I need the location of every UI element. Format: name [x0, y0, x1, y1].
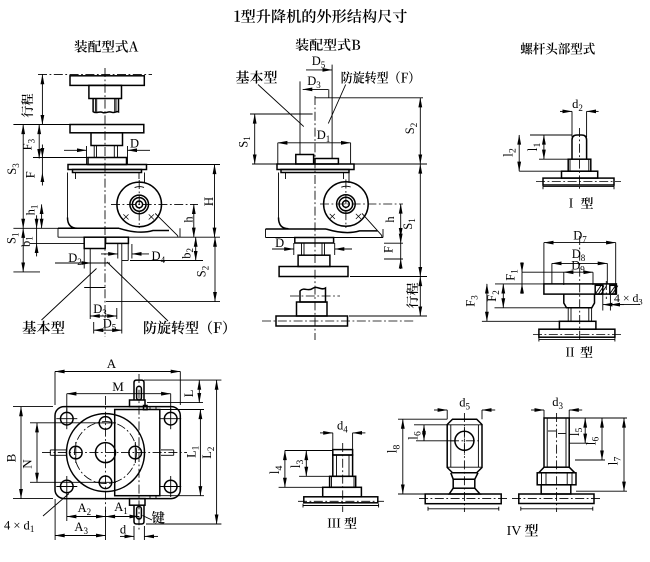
- svg-text:F3: F3: [464, 295, 480, 307]
- svg-text:S1: S1: [401, 218, 417, 229]
- svg-text:F: F: [382, 246, 396, 253]
- svg-text:d3: d3: [552, 395, 563, 411]
- svg-text:L: L: [182, 390, 196, 398]
- svg-text:×: ×: [354, 210, 362, 225]
- svg-text:l6: l6: [584, 437, 602, 446]
- svg-text:l1: l1: [525, 143, 543, 152]
- svg-text:H: H: [201, 197, 216, 206]
- svg-text:S1: S1: [236, 136, 252, 147]
- svg-text:III: III: [327, 516, 341, 531]
- svg-text:l8: l8: [384, 445, 402, 454]
- svg-text:l7: l7: [606, 457, 624, 466]
- svg-text:×: ×: [147, 211, 155, 226]
- svg-text:4 × d1: 4 × d1: [4, 519, 34, 535]
- svg-text:b1: b1: [19, 236, 35, 247]
- svg-text:S2: S2: [195, 266, 211, 277]
- svg-text:l2: l2: [501, 148, 519, 157]
- svg-text:d: d: [120, 523, 127, 537]
- svg-text:A: A: [107, 356, 117, 371]
- svg-text:II: II: [566, 345, 575, 360]
- svg-text:N: N: [20, 459, 35, 469]
- svg-text:M: M: [112, 379, 124, 394]
- svg-text:h: h: [383, 216, 397, 223]
- svg-text:b2: b2: [179, 248, 195, 259]
- svg-text:S2: S2: [403, 123, 419, 134]
- svg-text:IV: IV: [507, 524, 522, 539]
- svg-text:F2: F2: [485, 290, 501, 301]
- svg-text:×: ×: [122, 211, 130, 226]
- svg-text:h1: h1: [24, 205, 40, 216]
- svg-text:F1: F1: [504, 269, 520, 280]
- svg-text:F3: F3: [21, 138, 37, 150]
- svg-text:I: I: [569, 196, 574, 211]
- svg-text:h: h: [182, 216, 196, 223]
- svg-text:D: D: [275, 236, 284, 250]
- svg-text:F: F: [24, 171, 38, 178]
- svg-text:l6: l6: [406, 431, 424, 440]
- svg-text:l3: l3: [288, 460, 306, 469]
- svg-text:d2: d2: [572, 97, 583, 113]
- svg-text:×: ×: [328, 210, 336, 225]
- svg-text:d4: d4: [337, 419, 348, 435]
- svg-text:B: B: [4, 453, 19, 462]
- svg-text:S3: S3: [5, 163, 21, 175]
- svg-text:D: D: [130, 137, 139, 151]
- svg-text:l4: l4: [267, 466, 285, 475]
- svg-text:S1: S1: [5, 232, 21, 243]
- svg-text:l5: l5: [567, 428, 585, 437]
- svg-text:d5: d5: [459, 396, 470, 412]
- svg-text:4 × d3: 4 × d3: [614, 291, 643, 307]
